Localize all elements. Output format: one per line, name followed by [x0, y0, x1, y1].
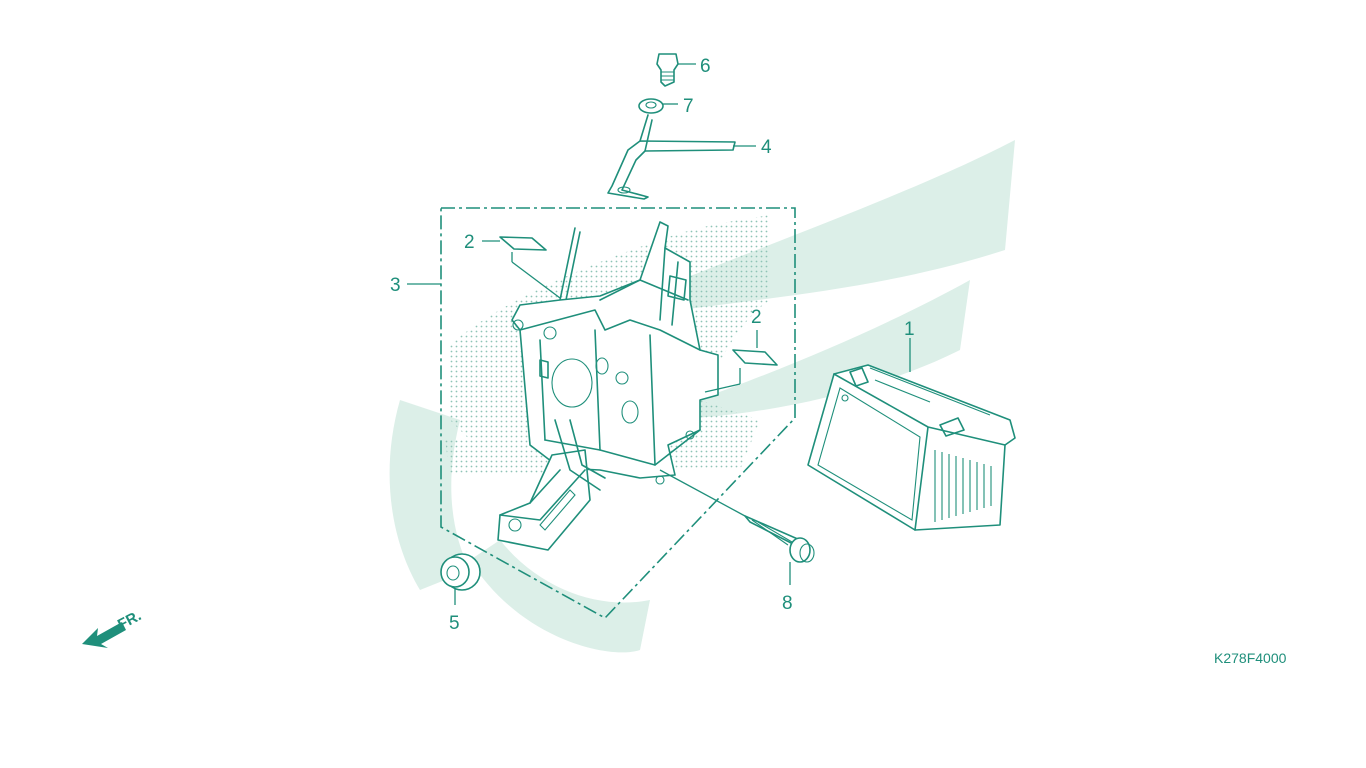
front-direction-indicator: FR.: [82, 607, 144, 648]
callout-7: 7: [683, 96, 694, 117]
battery-part: [807, 364, 1016, 531]
leader-lines: [407, 63, 911, 605]
stay-part: [607, 114, 736, 200]
assembly-boundary-line: [440, 207, 796, 620]
grommet-part: [440, 553, 481, 591]
callout-5: 5: [449, 613, 460, 634]
washer-part: [638, 98, 664, 114]
flange-bolt-part: [744, 515, 815, 563]
front-arrow-icon: [82, 622, 126, 648]
rubber-strip-upper: [499, 236, 547, 251]
callout-numbers: 1 2 2 3 4 5 6 7 8: [390, 56, 915, 634]
diagram-code: K278F4000: [1214, 650, 1287, 666]
battery-box-part: [497, 221, 719, 551]
top-bolt-part: [656, 53, 679, 87]
callout-4: 4: [761, 137, 772, 158]
callout-1: 1: [904, 319, 915, 340]
callout-6: 6: [700, 56, 711, 77]
callout-2-upper: 2: [464, 232, 475, 253]
callout-2-right: 2: [751, 307, 762, 328]
callout-8: 8: [782, 593, 793, 614]
rubber-strip-right: [732, 349, 778, 366]
callout-3: 3: [390, 275, 401, 296]
